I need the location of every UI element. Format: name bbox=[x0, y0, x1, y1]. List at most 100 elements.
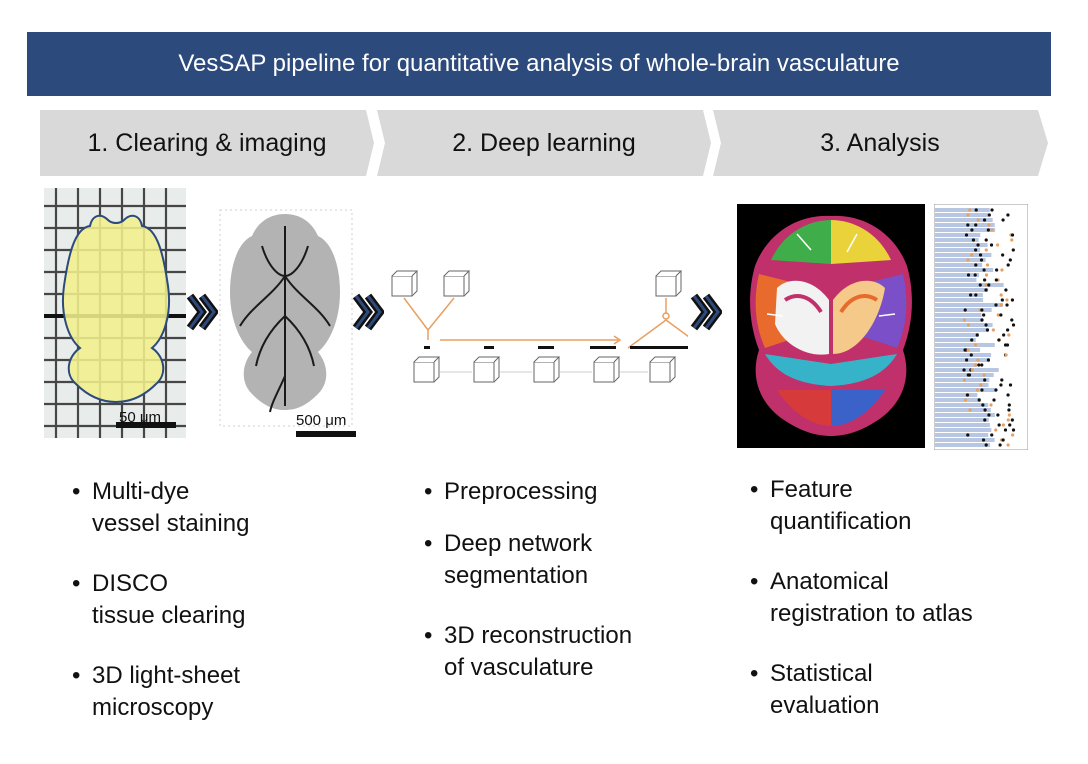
plot-bar bbox=[935, 378, 990, 382]
plot-dot bbox=[962, 318, 966, 322]
plot-bar bbox=[935, 263, 983, 267]
plot-dot bbox=[1010, 298, 1015, 302]
plot-dot bbox=[1000, 378, 1004, 382]
plot-dot bbox=[1007, 403, 1011, 407]
bullet-line: Anatomical bbox=[770, 568, 889, 595]
plot-bar bbox=[935, 253, 992, 257]
plot-dot bbox=[989, 403, 993, 407]
plot-dot bbox=[986, 228, 990, 232]
plot-dot bbox=[1005, 298, 1009, 302]
plot-dot bbox=[987, 283, 991, 287]
plot-dot bbox=[990, 228, 994, 232]
bullet-line: evaluation bbox=[770, 692, 880, 719]
plot-bar bbox=[935, 298, 984, 302]
clearing-bullets: Multi-dye vessel staining DISCO tissue c… bbox=[72, 476, 372, 752]
plot-bar bbox=[935, 393, 978, 397]
brain-photo-image bbox=[44, 188, 186, 438]
plot-dot bbox=[974, 293, 978, 297]
plot-dot bbox=[995, 268, 999, 272]
bullet-item: Preprocessing bbox=[424, 476, 724, 508]
bullet-item: Feature quantification bbox=[750, 474, 1050, 538]
plot-dot bbox=[994, 428, 998, 432]
plot-dot bbox=[997, 423, 1001, 427]
plot-dot bbox=[981, 403, 985, 407]
plot-dot bbox=[978, 283, 982, 287]
plot-dot bbox=[976, 218, 980, 222]
plot-dot bbox=[1001, 253, 1005, 257]
plot-dot bbox=[1006, 328, 1010, 332]
plot-dot bbox=[968, 408, 972, 412]
plot-dot bbox=[970, 338, 974, 342]
plot-bar bbox=[935, 383, 989, 387]
plot-dot bbox=[984, 323, 988, 327]
plot-dot bbox=[996, 413, 1000, 417]
plot-dot bbox=[971, 238, 976, 242]
statistics-plot bbox=[933, 203, 1029, 451]
bullet-line: 3D light-sheet bbox=[92, 662, 241, 689]
plot-dot bbox=[970, 228, 974, 232]
bullet-item: 3D light-sheet microscopy bbox=[72, 660, 372, 724]
plot-dot bbox=[991, 328, 995, 332]
plot-dot bbox=[1007, 333, 1011, 337]
bullet-line: segmentation bbox=[444, 562, 589, 589]
bullet-line: Statistical bbox=[770, 660, 873, 687]
plot-dot bbox=[1000, 268, 1004, 272]
plot-bar bbox=[935, 353, 992, 357]
plot-dot bbox=[1004, 353, 1008, 357]
plot-dot bbox=[980, 388, 984, 392]
plot-bar bbox=[935, 358, 990, 362]
plot-dot bbox=[973, 343, 978, 347]
plot-dot bbox=[970, 253, 974, 257]
plot-bar bbox=[935, 363, 977, 367]
step-2-shape bbox=[377, 110, 711, 176]
plot-bar bbox=[935, 403, 989, 407]
plot-dot bbox=[1010, 238, 1014, 242]
vasculature-image bbox=[219, 209, 356, 437]
network-diagram bbox=[388, 268, 705, 388]
plot-dot bbox=[1008, 383, 1013, 387]
plot-bar bbox=[935, 258, 986, 262]
plot-dot bbox=[964, 233, 969, 237]
plot-dot bbox=[984, 248, 988, 252]
plot-dot bbox=[1006, 443, 1010, 447]
plot-dot bbox=[963, 348, 967, 352]
plot-dot bbox=[987, 413, 991, 417]
plot-bar bbox=[935, 398, 981, 402]
plot-dot bbox=[966, 348, 970, 352]
plot-bar bbox=[935, 233, 981, 237]
plot-dot bbox=[1001, 438, 1005, 442]
plot-dot bbox=[967, 373, 972, 377]
plot-dot bbox=[966, 433, 970, 437]
plot-bar bbox=[935, 333, 979, 337]
plot-dot bbox=[1011, 248, 1015, 252]
bullet-line: Multi-dye bbox=[92, 478, 190, 505]
plot-dot bbox=[1006, 263, 1010, 267]
plot-bar bbox=[935, 323, 993, 327]
bullet-line: registration to atlas bbox=[770, 600, 973, 627]
plot-dot bbox=[987, 213, 991, 217]
plot-bar bbox=[935, 248, 981, 252]
photo-scale-label: 50 μm bbox=[119, 409, 161, 426]
bullet-item: DISCO tissue clearing bbox=[72, 568, 372, 632]
plot-dot bbox=[974, 263, 978, 267]
plot-bar bbox=[935, 293, 983, 297]
plot-dot bbox=[990, 208, 994, 212]
plot-dot bbox=[965, 358, 969, 362]
plot-dot bbox=[1007, 408, 1011, 412]
plot-bar bbox=[935, 343, 995, 347]
plot-bar bbox=[935, 308, 992, 312]
plot-dot bbox=[978, 253, 983, 257]
plot-dot bbox=[976, 358, 980, 362]
bullet-item: Statistical evaluation bbox=[750, 658, 1050, 722]
plot-dot bbox=[979, 258, 984, 262]
plot-bar bbox=[935, 313, 982, 317]
plot-dot bbox=[983, 408, 987, 412]
plot-dot bbox=[1000, 298, 1004, 302]
plot-dot bbox=[973, 273, 977, 277]
plot-dot bbox=[1002, 333, 1006, 337]
plot-dot bbox=[1001, 218, 1005, 222]
plot-dot bbox=[985, 328, 990, 332]
plot-dot bbox=[966, 273, 971, 277]
bullet-line: DISCO bbox=[92, 570, 169, 597]
plot-dot bbox=[966, 258, 970, 262]
